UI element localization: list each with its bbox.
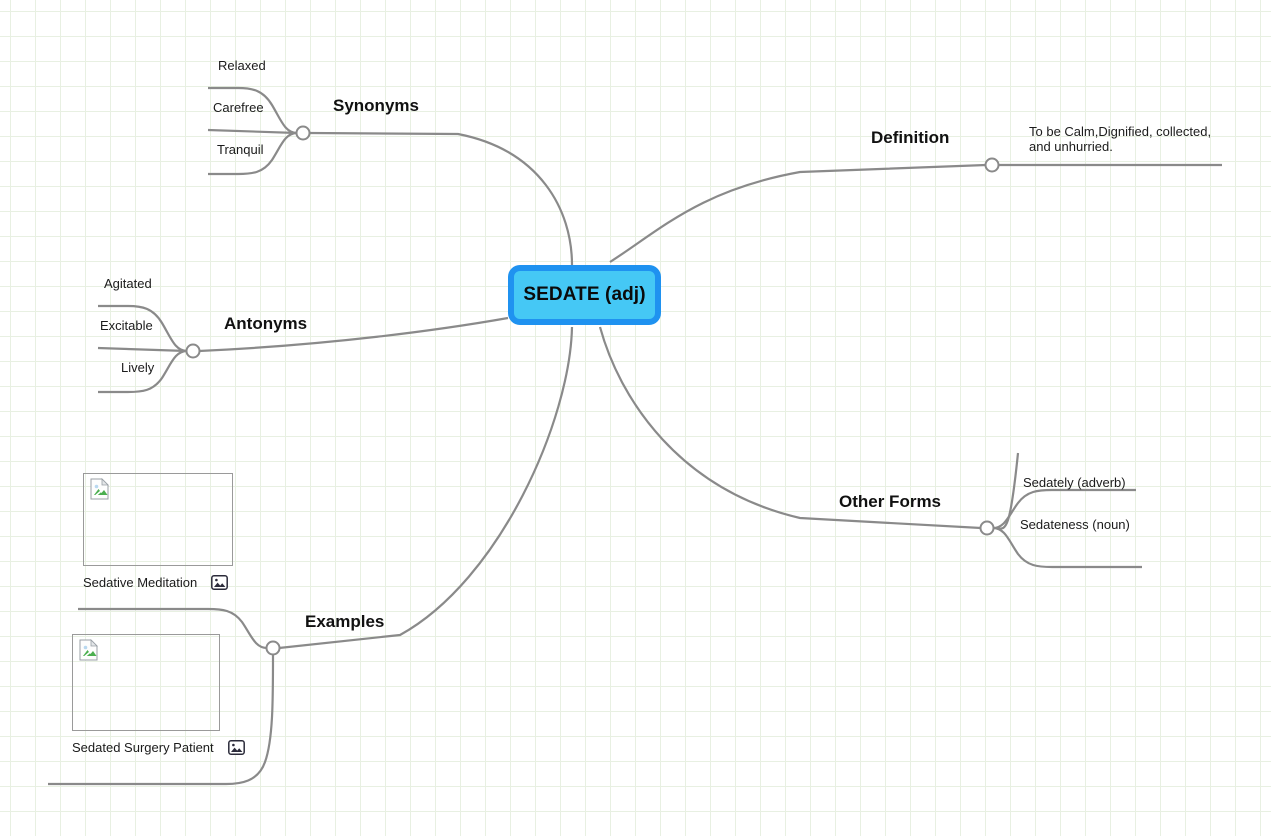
example-caption-meditation: Sedative Meditation [83, 575, 233, 590]
example-image-frame [72, 634, 220, 731]
hub-definition [984, 157, 1000, 173]
leaf-definition-text[interactable]: To be Calm,Dignified, collected, and unh… [1029, 124, 1212, 154]
branch-title-antonyms[interactable]: Antonyms [224, 314, 308, 333]
link-center-examples [278, 326, 574, 650]
broken-image-icon [79, 639, 98, 661]
hub-otherforms [979, 520, 995, 536]
hub-synonyms [295, 125, 311, 141]
hub-antonyms [185, 343, 201, 359]
branch-title-otherforms[interactable]: Other Forms [839, 492, 942, 511]
example-image-frame [83, 473, 233, 566]
example-caption-text: Sedative Meditation [83, 575, 198, 590]
hub-circles [185, 125, 1000, 656]
picture-icon[interactable] [227, 740, 245, 755]
example-caption-text: Sedated Surgery Patient [72, 740, 214, 755]
broken-image-icon [90, 478, 109, 500]
link-ant-excitable [97, 346, 188, 353]
leaf-otherform-sedateness[interactable]: Sedateness (noun) [1020, 517, 1130, 532]
leaf-synonym-tranquil[interactable]: Tranquil [217, 142, 264, 157]
leaf-otherform-sedately[interactable]: Sedately (adverb) [1023, 475, 1126, 490]
branch-title-definition[interactable]: Definition [871, 128, 950, 147]
leaf-antonym-agitated[interactable]: Agitated [104, 276, 152, 291]
central-node[interactable]: SEDATE (adj) [508, 265, 661, 325]
link-center-synonyms [308, 131, 574, 266]
picture-icon[interactable] [211, 575, 229, 590]
leaf-synonym-carefree[interactable]: Carefree [213, 100, 264, 115]
leaf-antonym-lively[interactable]: Lively [121, 360, 155, 375]
central-node-label: SEDATE (adj) [523, 284, 646, 305]
leaf-antonym-excitable[interactable]: Excitable [100, 318, 153, 333]
link-center-definition [609, 163, 987, 263]
example-card-meditation[interactable]: Sedative Meditation [83, 473, 233, 590]
example-caption-surgery: Sedated Surgery Patient [72, 740, 245, 755]
branch-title-synonyms[interactable]: Synonyms [333, 96, 419, 115]
branch-title-examples[interactable]: Examples [305, 612, 385, 631]
example-card-surgery[interactable]: Sedated Surgery Patient [72, 634, 245, 755]
hub-examples [265, 640, 281, 656]
link-of-sedateness [992, 452, 1142, 569]
link-syn-carefree [207, 128, 298, 135]
leaf-synonym-relaxed[interactable]: Relaxed [218, 58, 266, 73]
